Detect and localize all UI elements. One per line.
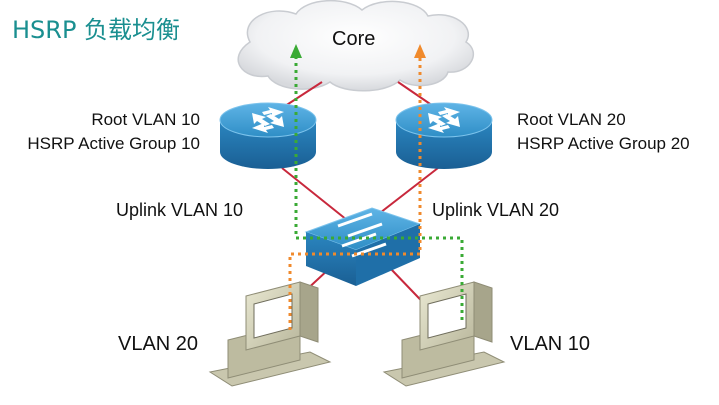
router-arrows-icon	[428, 107, 460, 133]
router-right	[395, 102, 493, 169]
path-vlan10-green	[290, 44, 464, 320]
page-title: HSRP 负载均衡	[12, 16, 181, 44]
router-left	[219, 102, 317, 169]
pc-right	[382, 281, 506, 387]
router-right-label: Root VLAN 20 HSRP Active Group 20	[517, 108, 690, 156]
router-right-line2: HSRP Active Group 20	[517, 134, 690, 153]
path-vlan20-orange	[288, 44, 426, 330]
router-right-line1: Root VLAN 20	[517, 110, 626, 129]
router-left-line1: Root VLAN 10	[91, 110, 200, 129]
uplink-right-label: Uplink VLAN 20	[432, 200, 560, 220]
router-left-label: Root VLAN 10 HSRP Active Group 10	[27, 108, 200, 156]
core-cloud	[237, 0, 475, 92]
green-arrow-head	[290, 44, 302, 58]
core-label: Core	[332, 28, 376, 50]
pc-left	[208, 281, 332, 387]
switch-arrows-icon	[337, 212, 387, 258]
link-core-router-left	[281, 81, 323, 109]
orange-arrow-head	[414, 44, 426, 58]
host-left-label: VLAN 20	[118, 333, 199, 355]
uplink-left-label: Uplink VLAN 10	[116, 200, 244, 220]
router-left-line2: HSRP Active Group 10	[27, 134, 200, 153]
host-right-label: VLAN 10	[510, 333, 591, 355]
router-arrows-icon	[252, 107, 284, 133]
